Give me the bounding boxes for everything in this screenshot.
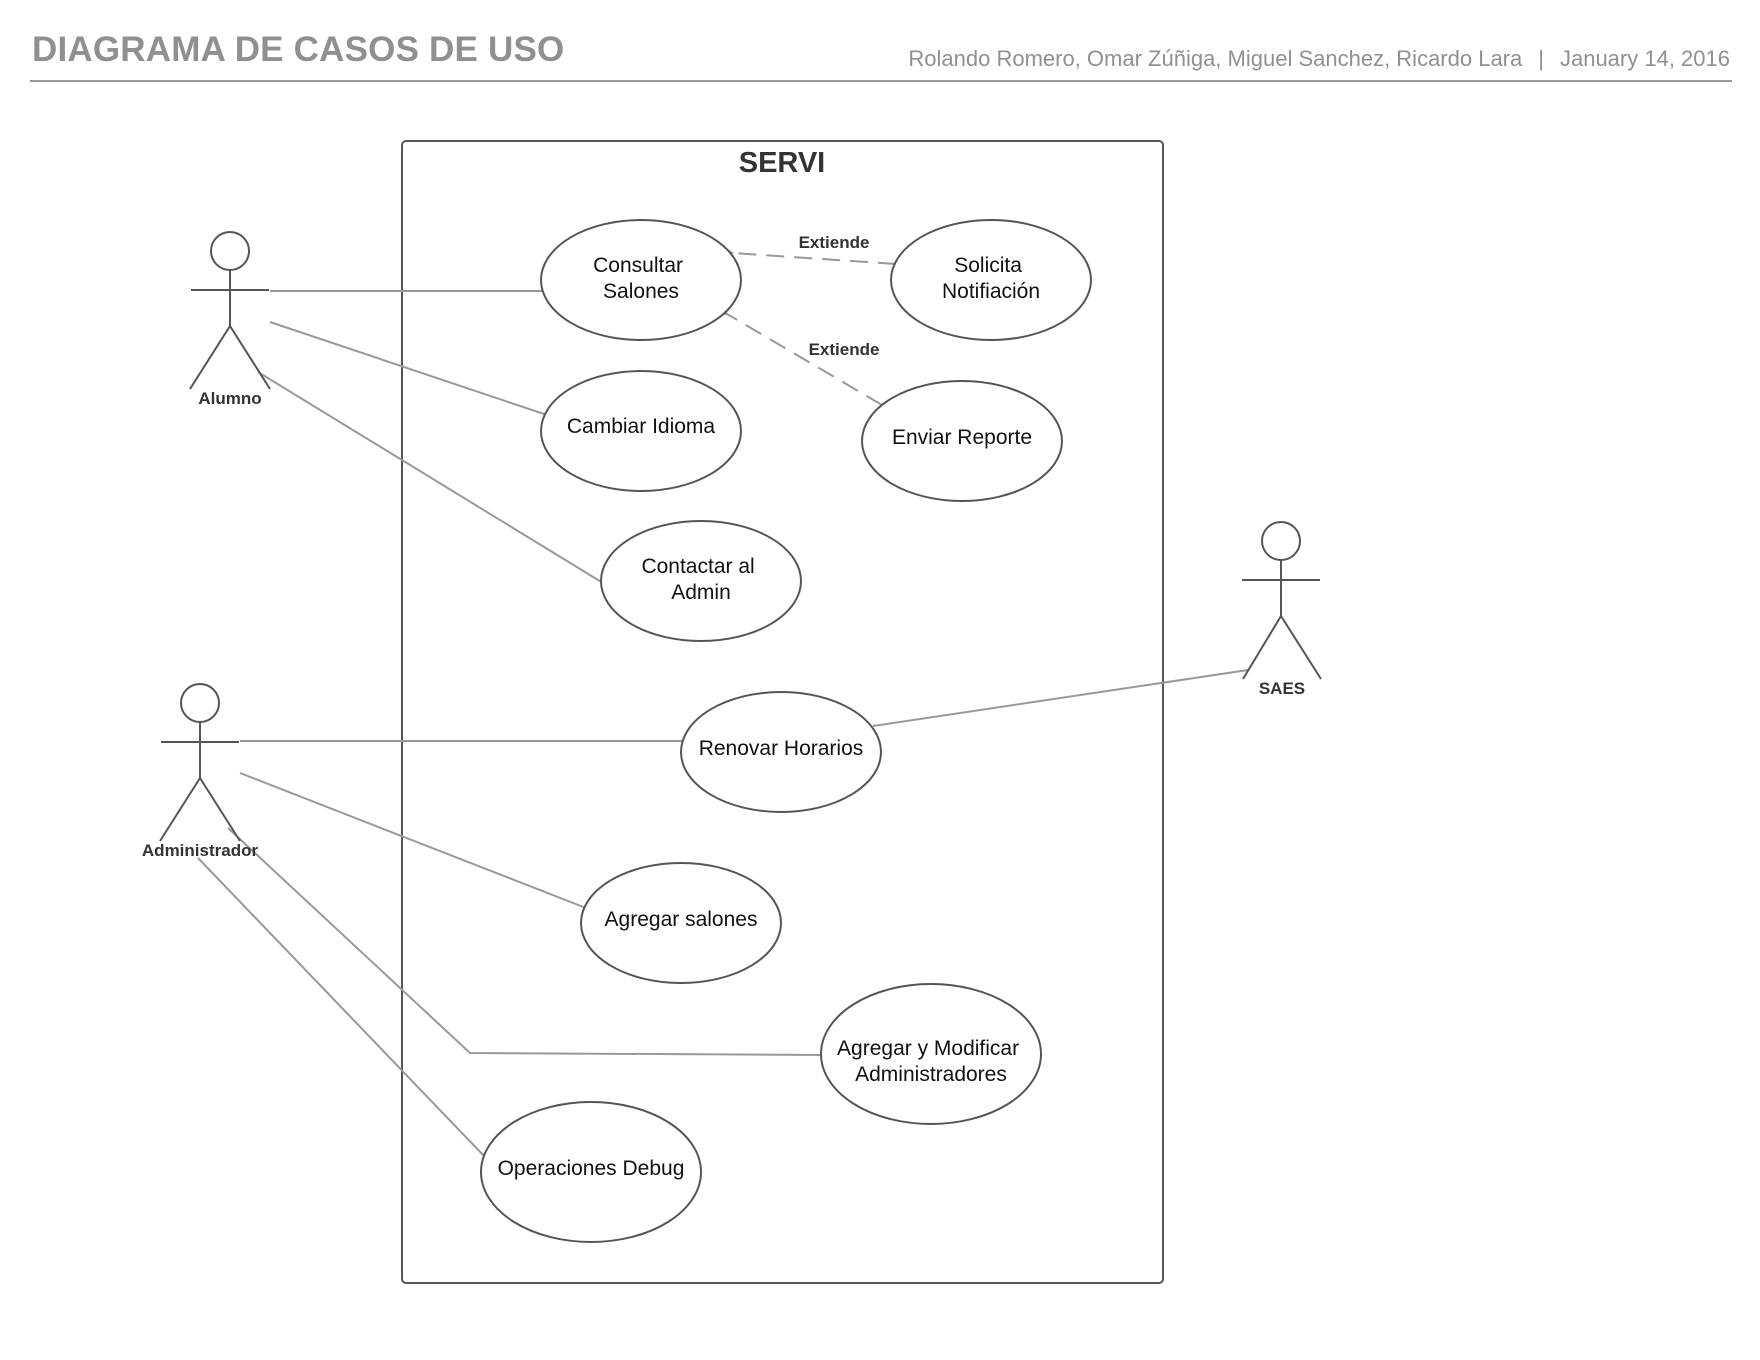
assoc-saes-renovar xyxy=(872,669,1249,727)
actor-alumno xyxy=(189,231,271,390)
assoc-alumno-idioma xyxy=(269,321,545,415)
uc-renovar-horarios-label: Renovar Horarios xyxy=(699,737,864,760)
extend-label-2: Extiende xyxy=(809,340,880,359)
extend-notificacion-consultar xyxy=(732,253,897,265)
diagram-header: DIAGRAMA DE CASOS DE USO Rolando Romero,… xyxy=(30,28,1732,82)
uc-agregar-salones xyxy=(580,862,782,984)
actor-administrador xyxy=(159,683,241,842)
uc-enviar-reporte-label: Enviar Reporte xyxy=(892,426,1032,449)
uc-consultar-salones-label: Consultar Salones xyxy=(593,254,689,303)
actor-saes-label: SAES xyxy=(1259,679,1305,698)
uc-cambiar-idioma xyxy=(540,370,742,492)
uc-contactar-admin-label: Contactar al Admin xyxy=(641,555,760,604)
assoc-admin-debug xyxy=(197,857,486,1158)
uc-operaciones-debug-label: Operaciones Debug xyxy=(498,1157,685,1180)
assoc-admin-agregar-admins xyxy=(227,827,825,1056)
uc-solicita-notificacion xyxy=(890,219,1092,341)
system-boundary xyxy=(401,140,1164,1284)
extend-reporte-consultar xyxy=(727,314,883,406)
date: January 14, 2016 xyxy=(1559,46,1730,71)
uc-agregar-modificar-admins xyxy=(820,983,1042,1125)
authors: Rolando Romero, Omar Zúñiga, Miguel Sanc… xyxy=(908,46,1523,71)
actor-saes xyxy=(1242,521,1322,680)
uc-contactar-admin xyxy=(600,520,802,642)
assoc-admin-agregar-salones xyxy=(239,772,587,909)
actor-alumno-label: Alumno xyxy=(198,389,261,408)
diagram-meta: Rolando Romero, Omar Zúñiga, Miguel Sanc… xyxy=(908,46,1730,72)
meta-separator: | xyxy=(1538,46,1544,71)
uc-solicita-notificacion-label: Solicita Notifiación xyxy=(942,254,1040,303)
actor-administrador-label: Administrador xyxy=(142,841,259,860)
uc-cambiar-idioma-label: Cambiar Idioma xyxy=(567,415,716,438)
uc-renovar-horarios xyxy=(680,691,882,813)
uc-agregar-salones-label: Agregar salones xyxy=(605,908,758,931)
uc-agregar-modificar-admins-label: Agregar y Modificar Administradores xyxy=(837,1037,1025,1086)
uc-operaciones-debug xyxy=(480,1101,702,1243)
extend-label-1: Extiende xyxy=(799,233,870,252)
uc-enviar-reporte xyxy=(861,380,1063,502)
uc-consultar-salones xyxy=(540,219,742,341)
diagram-title: DIAGRAMA DE CASOS DE USO xyxy=(32,30,565,69)
system-title: SERVI xyxy=(739,147,826,179)
assoc-alumno-contactar xyxy=(257,371,604,584)
